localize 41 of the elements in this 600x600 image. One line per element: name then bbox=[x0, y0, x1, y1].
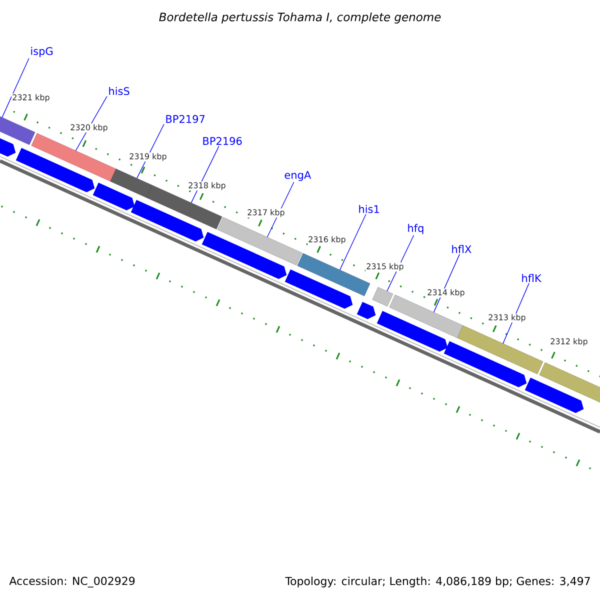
gene-label: engA bbox=[284, 171, 312, 181]
scale-label: 2315 kbp bbox=[366, 262, 404, 272]
scale-label: 2320 kbp bbox=[70, 124, 108, 132]
scale-label: 2314 kbp bbox=[426, 288, 466, 298]
gene-label: hflK bbox=[522, 274, 542, 282]
gene-label: hfq bbox=[408, 224, 424, 234]
scale-label: 2318 kbp bbox=[188, 182, 226, 190]
coding-sequence-block bbox=[16, 148, 95, 192]
gene-label: hisS bbox=[109, 86, 130, 96]
title: Bordetella pertussis Tohama I, complete genome bbox=[159, 12, 441, 24]
scale-label: 2321 kbp bbox=[12, 94, 50, 102]
coding-sequence-block bbox=[524, 378, 584, 414]
genome-summary: Topology: circular; Length: 4,086,189 bp; Genes: 3,497 bbox=[285, 576, 590, 588]
scale-label: 2319 kbp bbox=[128, 152, 168, 162]
coding-sequence-block bbox=[92, 182, 135, 210]
scale-label: 2313 kbp bbox=[488, 314, 526, 322]
gene-label: BP2196 bbox=[203, 137, 242, 145]
gene-label: hflX bbox=[452, 245, 472, 253]
leader-line bbox=[340, 214, 366, 270]
scale-label: 2312 kbp bbox=[550, 338, 588, 346]
accession-text: Accession: NC_002929 bbox=[9, 576, 135, 588]
coding-sequence-block bbox=[202, 232, 287, 279]
leader-line bbox=[2, 58, 30, 118]
gene-label: ispG bbox=[31, 46, 53, 58]
gene-segment bbox=[217, 217, 302, 266]
coding-sequence-block bbox=[356, 302, 376, 320]
gene-label: BP2197 bbox=[166, 115, 205, 123]
coding-sequence-block bbox=[130, 200, 204, 242]
scale-label: 2316 kbp bbox=[308, 236, 346, 244]
gene-segment bbox=[372, 287, 394, 307]
coding-sequence-block bbox=[376, 310, 448, 352]
scale-label: 2317 kbp bbox=[246, 208, 286, 218]
gene-segment bbox=[457, 325, 544, 374]
gene-segment bbox=[0, 116, 36, 145]
gene-segment bbox=[31, 133, 116, 182]
gene-segment bbox=[110, 168, 152, 198]
gene-segment bbox=[539, 362, 600, 403]
coding-sequence-block bbox=[0, 136, 16, 157]
coding-sequence-block bbox=[284, 269, 353, 309]
coding-sequence-block bbox=[444, 341, 527, 388]
gene-label: his1 bbox=[359, 204, 379, 214]
